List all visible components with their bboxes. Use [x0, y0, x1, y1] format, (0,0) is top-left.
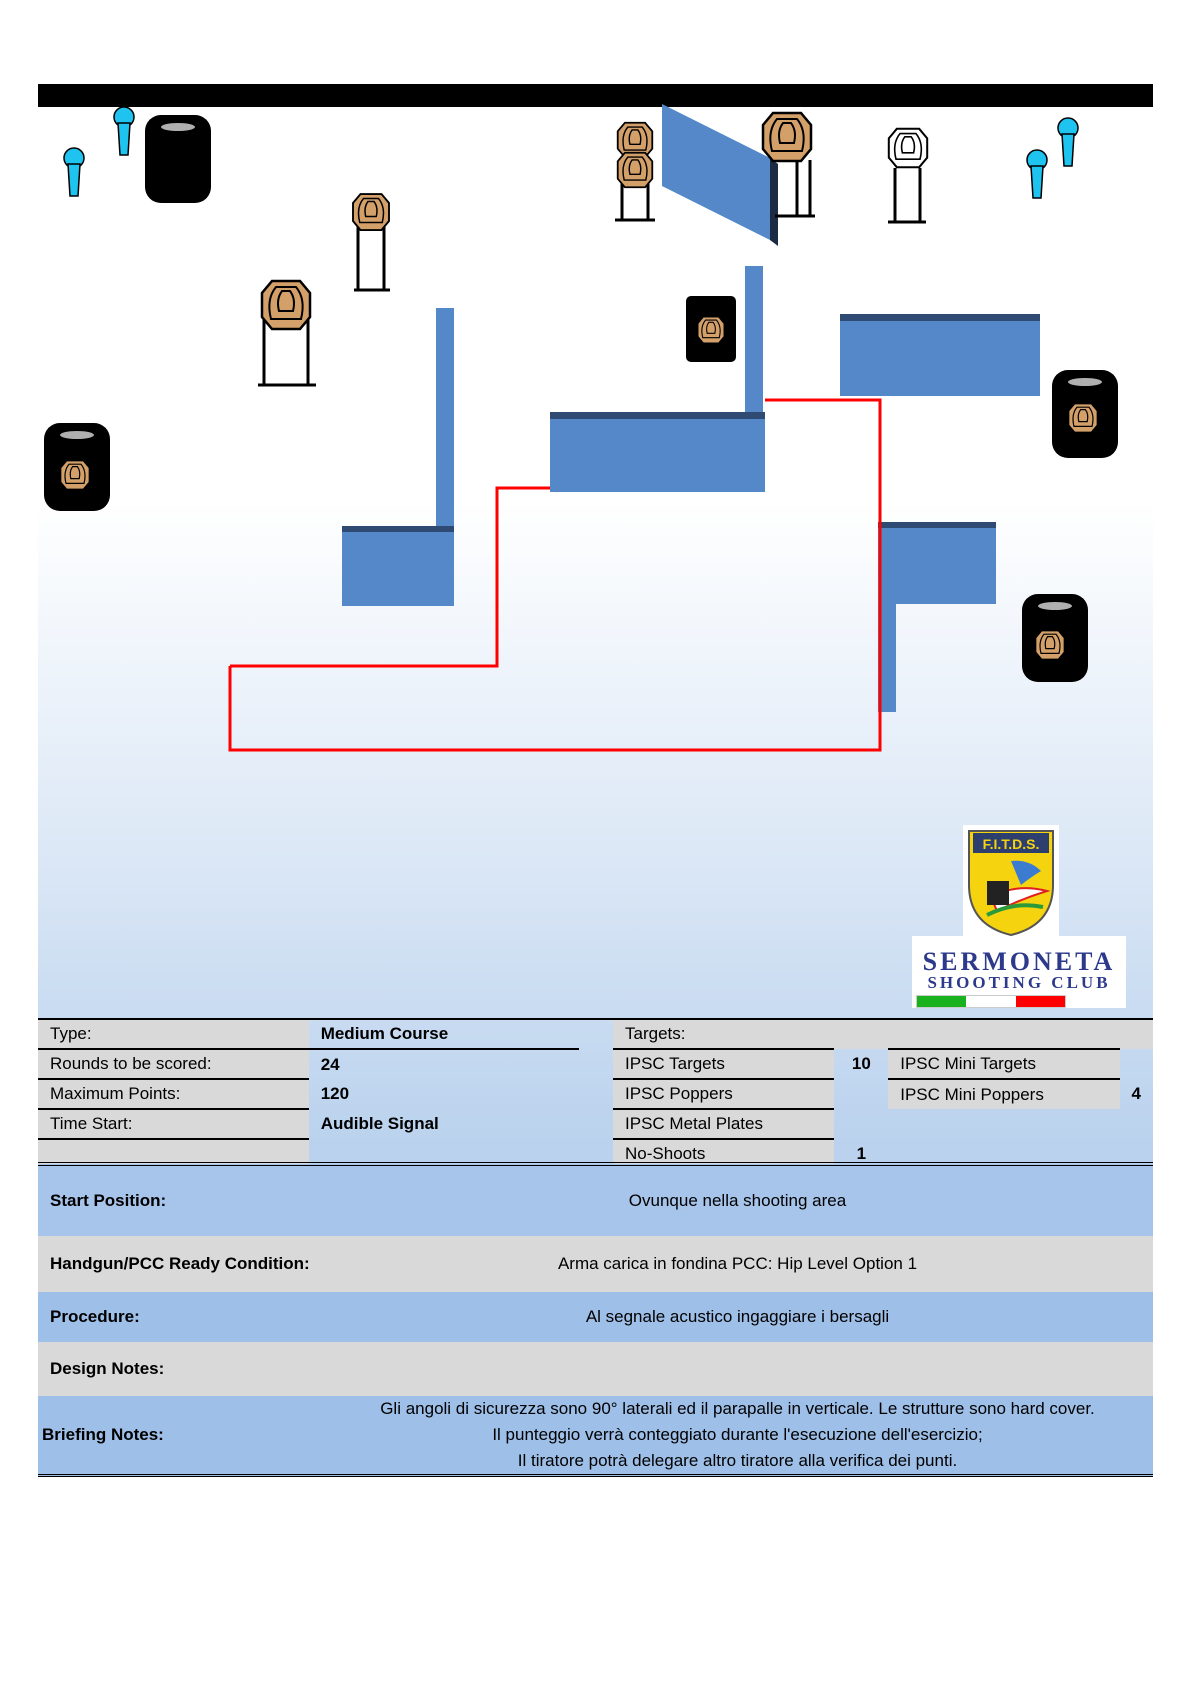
club-name-line1: SERMONETA	[922, 947, 1116, 976]
ipsc-targets-label: IPSC Targets	[613, 1048, 835, 1079]
wall	[896, 522, 996, 604]
wall-slanted	[662, 104, 770, 240]
max-points-value: 120	[320, 1084, 350, 1103]
mini-poppers-label: IPSC Mini Poppers	[888, 1078, 1120, 1109]
popper-icon	[63, 147, 85, 197]
wall	[342, 526, 454, 606]
procedure-value: Al segnale acustico ingaggiare i bersagl…	[585, 1307, 890, 1326]
type-label: Type:	[38, 1018, 309, 1049]
briefing-notes-label: Briefing Notes:	[42, 1425, 164, 1444]
design-notes-label: Design Notes:	[50, 1359, 165, 1378]
time-start-value: Audible Signal	[320, 1114, 439, 1133]
wall	[550, 412, 765, 492]
max-points-label: Maximum Points:	[38, 1078, 309, 1109]
wall	[745, 266, 763, 416]
targets-label: Targets:	[613, 1018, 1153, 1049]
ipsc-target-on-stand	[352, 193, 390, 292]
ipsc-poppers-value	[834, 1079, 888, 1109]
mini-poppers-value: 4	[1131, 1084, 1141, 1103]
stage-notes-table: Start Position: Ovunque nella shooting a…	[38, 1162, 1153, 1477]
italian-flag-bar	[916, 995, 1066, 1008]
briefing-line: Gli angoli di sicurezza sono 90° lateral…	[380, 1399, 1095, 1418]
rounds-value: 24	[308, 1048, 580, 1079]
metal-plates-label: IPSC Metal Plates	[613, 1108, 835, 1139]
type-value: Medium Course	[308, 1018, 580, 1049]
briefing-line: Il punteggio verrà conteggiato durante l…	[492, 1425, 983, 1444]
stage-info-table: Type: Medium Course Targets: Rounds to b…	[38, 1018, 1153, 1168]
ipsc-target-on-stand	[761, 111, 815, 218]
no-shoots-value: 1	[856, 1143, 867, 1163]
wall	[878, 522, 896, 712]
time-start-label: Time Start:	[38, 1108, 309, 1139]
fault-line-shooting-area	[228, 398, 882, 752]
popper-icon	[1026, 149, 1048, 199]
no-shoot-on-stand	[887, 127, 929, 224]
mini-targets-value	[1120, 1049, 1153, 1079]
no-shoots-label: No-Shoots	[613, 1138, 835, 1168]
barrel-with-target	[1022, 594, 1088, 682]
start-position-value: Ovunque nella shooting area	[628, 1191, 847, 1210]
design-notes-value	[322, 1342, 1153, 1396]
ipsc-targets-value: 10	[851, 1054, 871, 1073]
ipsc-poppers-label: IPSC Poppers	[613, 1078, 835, 1109]
svg-text:F.I.T.D.S.: F.I.T.D.S.	[983, 836, 1040, 852]
ipsc-target-on-stand	[258, 279, 316, 387]
start-position-label: Start Position:	[50, 1191, 167, 1210]
club-name-line2: SHOOTING CLUB	[927, 973, 1111, 992]
wall	[436, 308, 454, 530]
walls	[342, 266, 1040, 712]
backstop-bar	[38, 84, 1153, 107]
procedure-label: Procedure:	[50, 1307, 140, 1326]
wall	[840, 314, 1040, 396]
fault-line-shooting-area	[230, 486, 550, 668]
ipsc-target-stacked	[615, 121, 655, 222]
barrel-with-target	[1052, 370, 1118, 458]
rounds-label: Rounds to be scored:	[38, 1048, 309, 1079]
popper-icon	[113, 106, 135, 156]
ready-condition-label: Handgun/PCC Ready Condition:	[50, 1254, 310, 1273]
briefing-line: Il tiratore potrà delegare altro tirator…	[517, 1451, 958, 1470]
mini-target-black-panel	[686, 296, 736, 362]
barrel-icon	[145, 115, 211, 203]
barrel-with-target	[44, 423, 110, 511]
mini-targets-label: IPSC Mini Targets	[888, 1048, 1120, 1079]
metal-plates-value	[834, 1109, 888, 1139]
sermoneta-shooting-club-logo: SERMONETA SHOOTING CLUB	[912, 936, 1126, 1008]
fitds-logo: F.I.T.D.S.	[963, 825, 1059, 937]
popper-icon	[1057, 117, 1079, 167]
ready-condition-value: Arma carica in fondina PCC: Hip Level Op…	[557, 1254, 918, 1273]
stage-diagram	[44, 104, 1118, 752]
